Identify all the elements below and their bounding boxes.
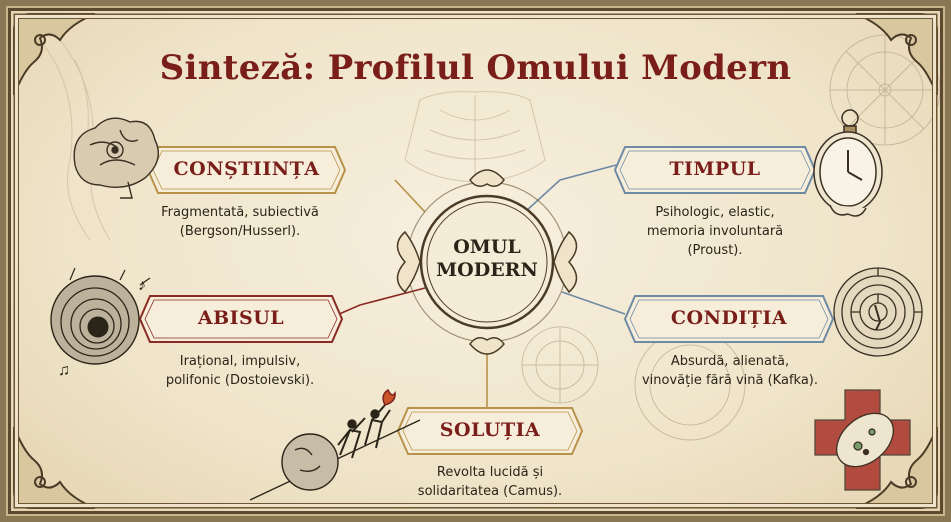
svg-text:♪: ♪ — [138, 277, 146, 294]
desc-timpul-line-2: memoria involuntară — [646, 224, 784, 239]
banner-abisul — [138, 295, 344, 343]
pocket-watch-icon — [813, 109, 883, 217]
anatomy-sketch — [404, 91, 546, 185]
svg-text:♫: ♫ — [58, 362, 70, 379]
line-abisul — [329, 287, 426, 319]
labyrinth-icon — [833, 267, 923, 357]
desc-abisul: Irațional, impulsiv, polifonic (Dostoiev… — [120, 352, 360, 390]
desc-conditia: Absurdă, alienată, vinovăție fără vină (… — [610, 352, 850, 390]
desc-timpul: Psihologic, elastic, memoria involuntară… — [605, 203, 825, 260]
gear-icon — [521, 34, 941, 441]
center-line-2: MODERN — [436, 259, 538, 281]
corner-ornaments — [13, 13, 938, 509]
label-solutia: SOLUȚIA — [439, 419, 541, 441]
desc-abisul-line-2: polifonic (Dostoievski). — [165, 373, 315, 388]
cell-icon — [814, 389, 911, 491]
line-constiinta — [394, 179, 426, 213]
banner-timpul — [613, 146, 817, 194]
line-timpul — [524, 159, 636, 213]
label-constiinta: CONȘTIINȚA — [173, 158, 320, 180]
desc-constiinta: Fragmentată, subiectivă (Bergson/Husserl… — [110, 203, 370, 241]
desc-conditia-line-2: vinovăție fără vină (Kafka). — [641, 373, 818, 388]
desc-conditia-line-1: Absurdă, alienată, — [670, 354, 790, 369]
brain-icon — [73, 117, 159, 199]
vortex-abyss-icon: ♪ ♫ — [50, 267, 151, 379]
desc-constiinta-line-2: (Bergson/Husserl). — [179, 224, 301, 239]
desc-solutia-line-1: Revolta lucidă și — [436, 465, 544, 480]
label-conditia: CONDIȚIA — [670, 307, 788, 329]
desc-solutia-line-2: solidaritatea (Camus). — [417, 484, 563, 499]
desc-timpul-line-1: Psihologic, elastic, — [655, 205, 775, 220]
center-line-1: OMUL — [453, 236, 521, 258]
center-medallion — [396, 169, 578, 355]
banner-conditia — [623, 295, 835, 343]
sisyphus-boulder-icon — [249, 388, 421, 501]
center-node: OMUL MODERN — [426, 236, 548, 282]
line-conditia — [561, 291, 626, 315]
label-timpul: TIMPUL — [669, 158, 761, 180]
label-abisul: ABISUL — [197, 307, 285, 329]
page-title: Sinteză: Profilul Omului Modern — [159, 48, 792, 88]
desc-timpul-line-3: (Proust). — [687, 243, 743, 258]
desc-abisul-line-1: Irațional, impulsiv, — [179, 354, 301, 369]
desc-solutia: Revolta lucidă și solidaritatea (Camus). — [380, 463, 600, 501]
desc-constiinta-line-1: Fragmentată, subiectivă — [161, 205, 319, 220]
